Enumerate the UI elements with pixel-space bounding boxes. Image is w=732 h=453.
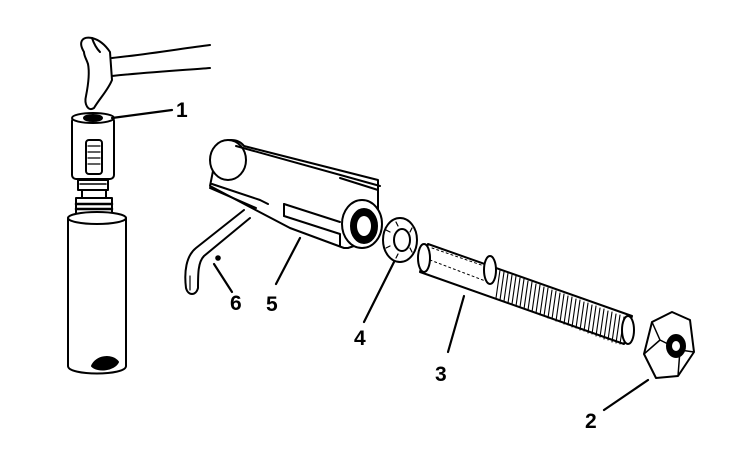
rod-threads <box>495 269 625 345</box>
driver-socket <box>71 112 115 191</box>
driver-tube <box>67 189 127 375</box>
leader-line-3 <box>446 294 466 354</box>
puller-sleeve <box>209 139 383 249</box>
hammer <box>80 36 211 110</box>
callout-label-3: 3 <box>435 363 447 386</box>
leader-line-1 <box>110 108 174 120</box>
leader-lines <box>110 108 650 412</box>
callout-label-1: 1 <box>176 99 188 122</box>
callout-label-4: 4 <box>354 327 366 350</box>
threaded-rod <box>417 243 635 345</box>
thrust-washer <box>382 217 418 263</box>
leader-line-5 <box>274 236 302 286</box>
callout-label-2: 2 <box>585 410 597 433</box>
leader-line-6 <box>212 262 234 294</box>
callout-label-6: 6 <box>230 292 242 315</box>
leader-line-2 <box>602 378 650 412</box>
leader-line-4 <box>362 260 396 324</box>
hex-key <box>184 209 251 295</box>
hex-nut <box>643 311 695 379</box>
callout-label-5: 5 <box>266 293 278 316</box>
